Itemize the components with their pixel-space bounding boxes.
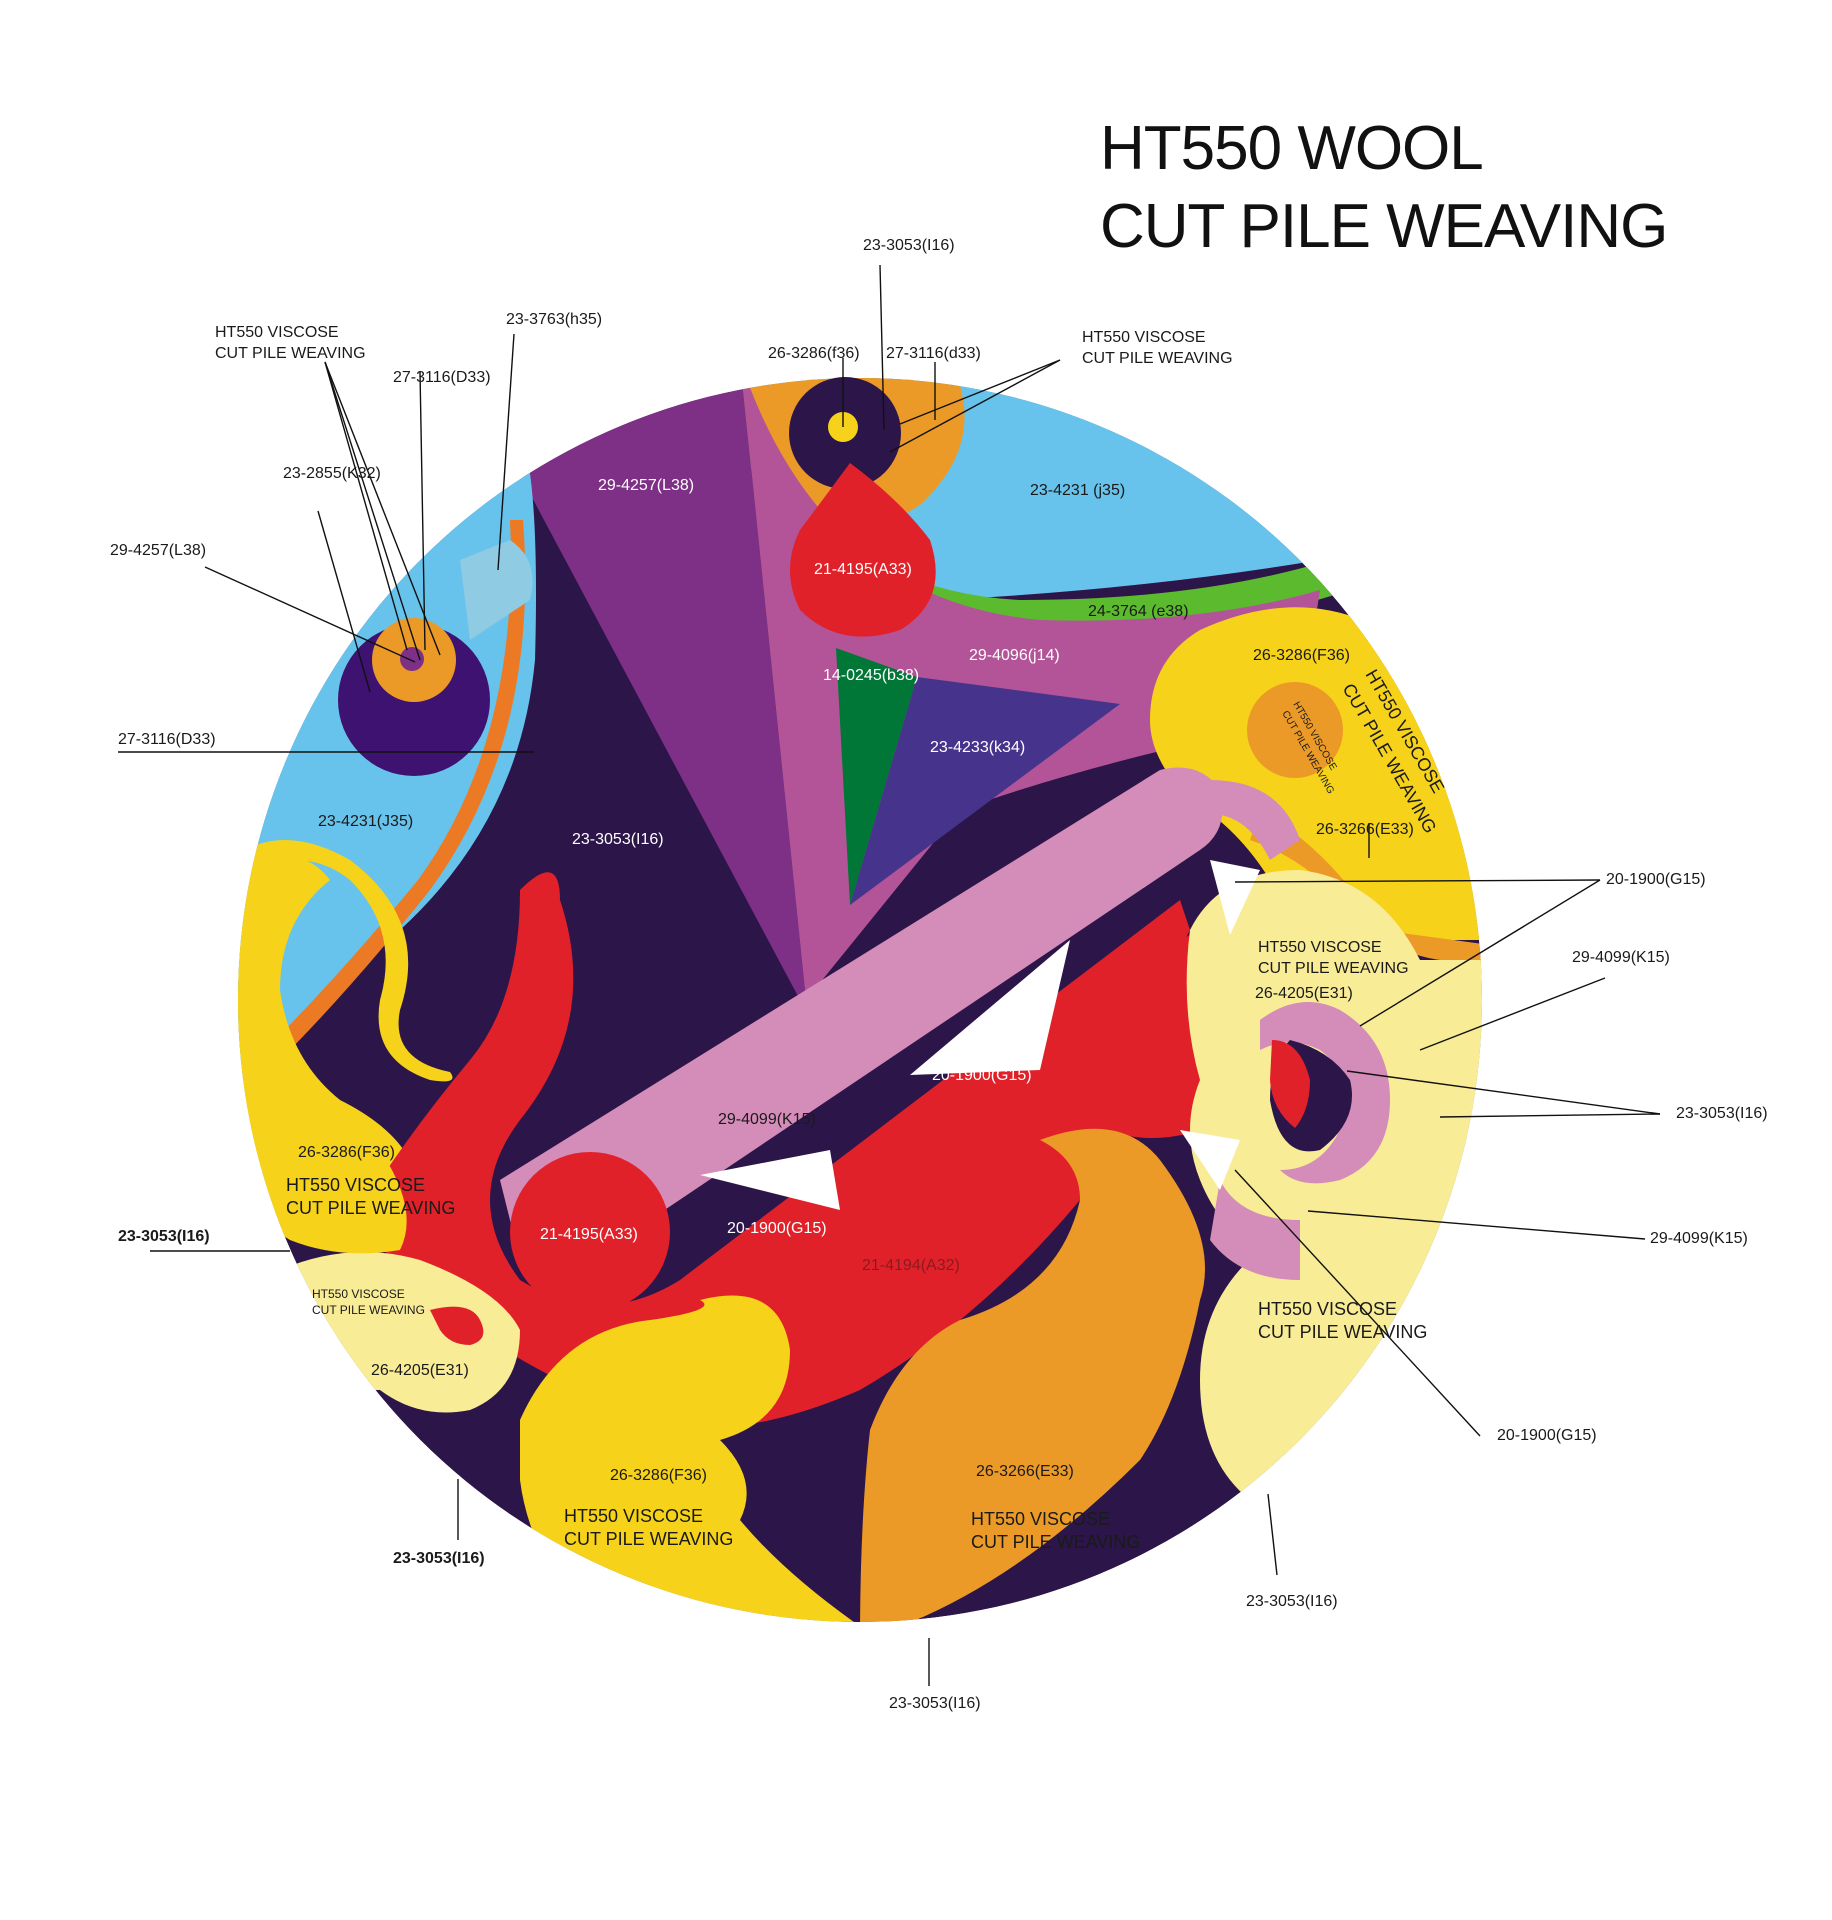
label-a15: 23-4233(k34) bbox=[930, 739, 1025, 756]
viscose-top-left-2: CUT PILE WEAVING bbox=[215, 345, 366, 362]
viscose-small-left-1: HT550 VISCOSE bbox=[312, 1287, 405, 1301]
label-a34: 21-4194(A32) bbox=[862, 1257, 960, 1274]
label-a20: 26-4205(E31) bbox=[1255, 985, 1353, 1002]
red-flame-region bbox=[373, 872, 1190, 1428]
label-a6: 23-2855(K32) bbox=[283, 465, 381, 482]
viscose-lower-right-1: HT550 VISCOSE bbox=[1258, 1299, 1397, 1319]
viscose-bottom-2: CUT PILE WEAVING bbox=[564, 1529, 733, 1549]
label-a16: 26-3286(F36) bbox=[1253, 647, 1350, 664]
orange-swirl-center-right bbox=[1247, 682, 1343, 778]
red-circle-lower-left bbox=[510, 1152, 670, 1312]
light-blue-bar bbox=[460, 540, 533, 640]
label-a35: 26-4205(E31) bbox=[371, 1362, 469, 1379]
purple-wedge bbox=[480, 378, 806, 1000]
orange-band-right bbox=[1250, 810, 1482, 962]
label-a17: 26-3266(E33) bbox=[1316, 821, 1414, 838]
viscose-right-1: HT550 VISCOSE bbox=[1258, 939, 1382, 956]
label-a3: 27-3116(d33) bbox=[886, 345, 981, 362]
label-a2: 26-3286(f36) bbox=[768, 345, 860, 362]
label-a27: 23-3053(I16) bbox=[572, 831, 664, 848]
label-a13: 29-4096(j14) bbox=[969, 647, 1060, 664]
viscose-small-left-2: CUT PILE WEAVING bbox=[312, 1303, 425, 1317]
label-a18: 20-1900(G15) bbox=[1606, 871, 1706, 888]
label-a32: 21-4195(A33) bbox=[540, 1226, 638, 1243]
label-a1: 23-3053(I16) bbox=[863, 237, 955, 254]
label-a12: 24-3764 (e38) bbox=[1088, 603, 1189, 620]
red-teardrop-top bbox=[790, 463, 936, 637]
title-line-2: CUT PILE WEAVING bbox=[1100, 192, 1668, 261]
viscose-right-2: CUT PILE WEAVING bbox=[1258, 960, 1409, 977]
label-a5: 27-3116(D33) bbox=[393, 369, 491, 386]
viscose-left-1: HT550 VISCOSE bbox=[286, 1175, 425, 1195]
label-a30: 26-3286(F36) bbox=[298, 1144, 395, 1161]
page-title: HT550 WOOL CUT PILE WEAVING bbox=[1100, 110, 1668, 266]
yellow-flame-bottom bbox=[520, 1295, 880, 1622]
label-a7: 29-4257(L38) bbox=[110, 542, 206, 559]
white-void-3 bbox=[700, 1150, 840, 1210]
pink-swirl-right bbox=[1260, 1002, 1390, 1184]
red-flame-right bbox=[1060, 930, 1200, 1138]
indigo-triangle bbox=[850, 677, 1120, 905]
pink-band-top-right bbox=[1210, 780, 1300, 860]
label-a38: 23-3053(I16) bbox=[393, 1550, 485, 1567]
label-a22: 29-4099(K15) bbox=[1650, 1230, 1748, 1247]
leader-lines bbox=[118, 264, 1661, 1686]
viscose-left-2: CUT PILE WEAVING bbox=[286, 1198, 455, 1218]
label-a9: 29-4257(L38) bbox=[598, 477, 694, 494]
pink-lower-right bbox=[1210, 1180, 1300, 1280]
label-a11: 21-4195(A33) bbox=[814, 561, 912, 578]
title-line-1: HT550 WOOL bbox=[1100, 114, 1484, 183]
label-a29: 29-4099(K15) bbox=[718, 1111, 816, 1128]
orange-arc-left bbox=[270, 520, 526, 1060]
label-a8: 27-3116(D33) bbox=[118, 731, 216, 748]
label-a37: 26-3266(E33) bbox=[976, 1463, 1074, 1480]
viscose-bottom-1: HT550 VISCOSE bbox=[564, 1506, 703, 1526]
red-accent-right bbox=[1270, 1040, 1310, 1128]
label-a24: 23-3053(I16) bbox=[1246, 1593, 1338, 1610]
viscose-top-right-2: CUT PILE WEAVING bbox=[1082, 350, 1233, 367]
yellow-swirl-left-tail bbox=[238, 840, 453, 1082]
viscose-bottom-right-2: CUT PILE WEAVING bbox=[971, 1532, 1140, 1552]
label-a28: 20-1900(G15) bbox=[932, 1067, 1032, 1084]
label-a4: 23-3763(h35) bbox=[506, 311, 602, 328]
orange-flame-bottom-right bbox=[860, 1128, 1205, 1622]
label-a25: 23-3053(I16) bbox=[889, 1695, 981, 1712]
label-a36: 26-3286(F36) bbox=[610, 1467, 707, 1484]
viscose-top-right-1: HT550 VISCOSE bbox=[1082, 329, 1206, 346]
label-a33: 20-1900(G15) bbox=[727, 1220, 827, 1237]
label-a31: 23-3053(I16) bbox=[118, 1228, 210, 1245]
label-a10: 23-4231 (j35) bbox=[1030, 482, 1125, 499]
green-triangle bbox=[836, 648, 917, 905]
label-a26: 23-4231(J35) bbox=[318, 813, 413, 830]
viscose-top-left-1: HT550 VISCOSE bbox=[215, 324, 339, 341]
red-curl-bottom-left bbox=[430, 1306, 484, 1345]
label-a23: 20-1900(G15) bbox=[1497, 1427, 1597, 1444]
label-a14: 14-0245(b38) bbox=[823, 667, 919, 684]
white-void-4 bbox=[1180, 1130, 1240, 1190]
label-a19: 29-4099(K15) bbox=[1572, 949, 1670, 966]
viscose-bottom-right-1: HT550 VISCOSE bbox=[971, 1509, 1110, 1529]
pink-diagonal-band bbox=[500, 767, 1223, 1267]
label-a21: 23-3053(I16) bbox=[1676, 1105, 1768, 1122]
white-void-1 bbox=[1210, 860, 1260, 935]
viscose-lower-right-2: CUT PILE WEAVING bbox=[1258, 1322, 1427, 1342]
white-void-2 bbox=[910, 940, 1070, 1075]
